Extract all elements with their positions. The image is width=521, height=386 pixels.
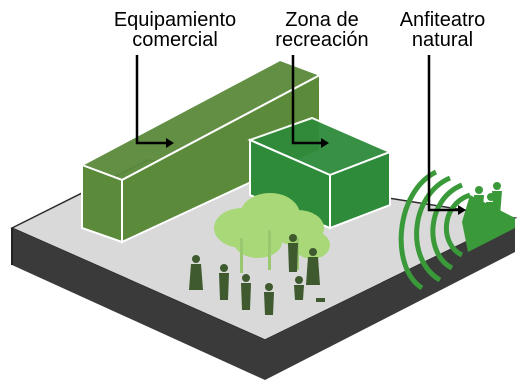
label-line: recreación	[275, 29, 369, 51]
person	[474, 186, 484, 222]
person	[294, 276, 304, 300]
label-line: natural	[411, 29, 474, 51]
label-recreation-zone: Zona de recreación	[257, 10, 387, 50]
leader-arrow	[166, 138, 174, 148]
recreation-block-front-face	[329, 150, 391, 230]
leader-line-amphitheatre	[427, 55, 460, 212]
people	[189, 182, 502, 315]
person	[241, 274, 251, 310]
platform-left-side	[12, 228, 265, 380]
amphitheatre-ring-4	[398, 169, 438, 291]
label-line: Zona de	[285, 9, 359, 31]
label-commercial-equipment: Equipamiento comercial	[100, 10, 250, 50]
leader-arrow	[458, 205, 466, 215]
label-natural-amphitheatre: Anfiteatro natural	[385, 10, 500, 50]
label-line: Equipamiento	[113, 9, 237, 31]
person	[288, 234, 298, 272]
person	[264, 283, 274, 315]
platform-front-side	[265, 218, 515, 380]
trees	[214, 193, 330, 273]
leader-lines	[135, 55, 466, 215]
person	[189, 255, 203, 290]
leader-line-recreation	[291, 55, 323, 145]
amphitheatre-ring-2	[430, 182, 464, 271]
person	[492, 182, 502, 216]
amphitheatre-ring-3	[414, 175, 452, 283]
dog	[316, 298, 325, 302]
tree-canopy	[294, 231, 330, 259]
leader-line-commercial	[135, 55, 168, 145]
leader-arrow	[321, 138, 329, 148]
amphitheatre-ring-1	[444, 192, 471, 258]
recreation-block	[247, 116, 393, 230]
person	[306, 248, 320, 285]
label-line: comercial	[132, 29, 218, 51]
label-line: Anfiteatro	[399, 9, 486, 31]
person	[219, 264, 229, 300]
